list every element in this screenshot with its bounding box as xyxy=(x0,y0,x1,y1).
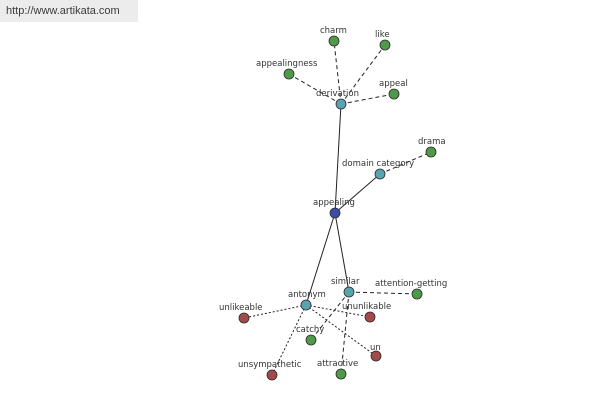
edge-antonym-unsympathetic xyxy=(271,304,307,376)
edge-similar-attention-getting xyxy=(348,291,418,295)
node-unsympathetic-label[interactable]: unsympathetic xyxy=(238,360,302,370)
node-like-marker[interactable] xyxy=(379,39,391,51)
node-unlikeable-marker[interactable] xyxy=(238,312,250,324)
node-antonym-label[interactable]: antonym xyxy=(288,290,326,300)
node-attractive-marker[interactable] xyxy=(335,368,347,380)
edge-similar-catchy xyxy=(310,291,350,341)
node-domain-category[interactable]: domain category xyxy=(342,159,414,180)
node-charm[interactable]: charm xyxy=(320,26,347,47)
node-catchy-label[interactable]: catchy xyxy=(296,325,324,335)
node-domain-category-label[interactable]: domain category xyxy=(342,159,414,169)
node-appealingness-label[interactable]: appealingness xyxy=(256,59,318,69)
node-appealing[interactable]: appealing xyxy=(313,198,355,219)
edge-appealing-derivation xyxy=(334,103,342,214)
node-like-label[interactable]: like xyxy=(375,30,390,40)
node-unsympathetic[interactable]: unsympathetic xyxy=(238,360,302,381)
node-attractive-label[interactable]: attractive xyxy=(317,359,358,369)
edge-derivation-like xyxy=(340,44,386,105)
edge-domain-category-drama xyxy=(379,151,432,175)
edge-appealing-domain-category xyxy=(334,173,381,214)
edge-derivation-appealingness xyxy=(288,73,342,105)
node-drama-marker[interactable] xyxy=(425,146,437,158)
node-attention-getting-label[interactable]: attention-getting xyxy=(375,279,447,289)
node-derivation-label[interactable]: derivation xyxy=(316,89,359,99)
node-similar-label[interactable]: similar xyxy=(331,277,360,287)
edge-antonym-ununlikable xyxy=(305,304,371,318)
edge-appealing-similar xyxy=(334,212,350,293)
node-catchy[interactable]: catchy xyxy=(296,325,324,346)
node-like[interactable]: like xyxy=(375,30,391,51)
node-ununlikable-marker[interactable] xyxy=(364,311,376,323)
node-un-marker[interactable] xyxy=(370,350,382,362)
node-attractive[interactable]: attractive xyxy=(317,359,358,380)
node-appealing-marker[interactable] xyxy=(329,207,341,219)
node-appealingness[interactable]: appealingness xyxy=(256,59,318,80)
edge-antonym-unlikeable xyxy=(243,304,307,319)
edge-antonym-un xyxy=(305,304,377,357)
edge-derivation-charm xyxy=(333,40,342,105)
node-derivation[interactable]: derivation xyxy=(316,89,359,110)
node-similar-marker[interactable] xyxy=(343,286,355,298)
node-ununlikable-label[interactable]: ununlikable xyxy=(342,302,391,312)
node-appealingness-marker[interactable] xyxy=(283,68,295,80)
node-ununlikable[interactable]: ununlikable xyxy=(342,302,391,323)
source-url[interactable]: http://www.artikata.com xyxy=(0,0,138,22)
node-attention-getting[interactable]: attention-getting xyxy=(375,279,447,300)
edge-appealing-antonym xyxy=(305,212,336,306)
edge-derivation-appeal xyxy=(340,93,395,105)
node-un-label[interactable]: un xyxy=(370,343,381,353)
node-unlikeable[interactable]: unlikeable xyxy=(219,303,263,324)
node-drama-label[interactable]: drama xyxy=(418,137,446,147)
node-appealing-label[interactable]: appealing xyxy=(313,198,355,208)
node-charm-label[interactable]: charm xyxy=(320,26,347,36)
node-domain-category-marker[interactable] xyxy=(374,168,386,180)
node-un[interactable]: un xyxy=(370,343,382,362)
node-charm-marker[interactable] xyxy=(328,35,340,47)
node-attention-getting-marker[interactable] xyxy=(411,288,423,300)
node-antonym[interactable]: antonym xyxy=(288,290,326,311)
node-unsympathetic-marker[interactable] xyxy=(266,369,278,381)
node-catchy-marker[interactable] xyxy=(305,334,317,346)
node-similar[interactable]: similar xyxy=(331,277,360,298)
node-unlikeable-label[interactable]: unlikeable xyxy=(219,303,263,313)
graph-edges xyxy=(243,40,432,376)
node-drama[interactable]: drama xyxy=(418,137,446,158)
node-appeal-marker[interactable] xyxy=(388,88,400,100)
graph-nodes: appealing derivation domain category simila… xyxy=(219,26,447,381)
node-antonym-marker[interactable] xyxy=(300,299,312,311)
node-appeal-label[interactable]: appeal xyxy=(379,79,408,89)
node-appeal[interactable]: appeal xyxy=(379,79,408,100)
node-derivation-marker[interactable] xyxy=(335,98,347,110)
